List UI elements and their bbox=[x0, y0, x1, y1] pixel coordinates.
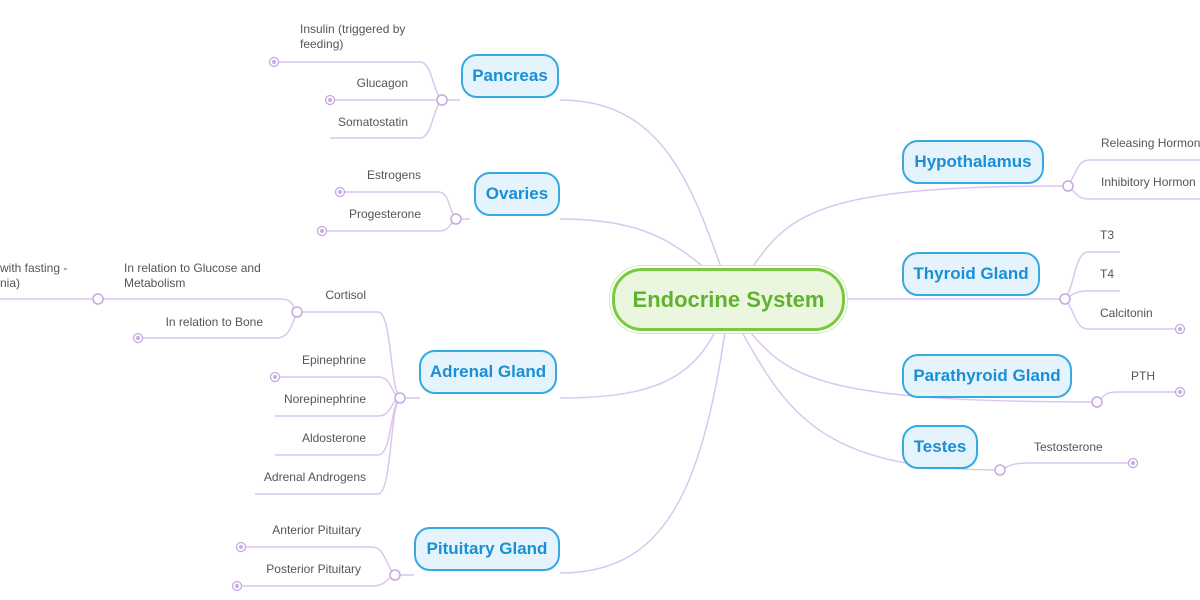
leaf-t4[interactable]: T4 bbox=[1100, 267, 1115, 281]
leaf-somatostatin[interactable]: Somatostatin bbox=[337, 115, 408, 129]
topic-hypothalamus[interactable]: Hypothalamus bbox=[902, 140, 1044, 184]
edge-hypothalamus bbox=[751, 185, 1066, 269]
central-topic[interactable]: Endocrine System bbox=[612, 268, 845, 331]
topic-thyroid-gland[interactable]: Thyroid Gland bbox=[902, 252, 1040, 296]
edge-pituitary bbox=[559, 331, 726, 574]
topic-parathyroid-gland[interactable]: Parathyroid Gland bbox=[902, 354, 1072, 398]
edge-ovaries bbox=[559, 218, 706, 269]
leaf-glucagon[interactable]: Glucagon bbox=[356, 76, 408, 90]
leaf-estrogens[interactable]: Estrogens bbox=[366, 168, 421, 182]
topic-pituitary-gland[interactable]: Pituitary Gland bbox=[414, 527, 560, 571]
edge-adrenal bbox=[559, 331, 716, 399]
leaf-pth[interactable]: PTH bbox=[1131, 369, 1155, 383]
leaf-progesterone[interactable]: Progesterone bbox=[348, 207, 421, 221]
leaf-bone[interactable]: In relation to Bone bbox=[165, 315, 263, 329]
leaf-testosterone[interactable]: Testosterone bbox=[1034, 440, 1103, 454]
leaf-calcitonin[interactable]: Calcitonin bbox=[1100, 306, 1153, 320]
leaf-truncated-fasting[interactable]: with fasting - nia) bbox=[0, 261, 68, 290]
leaf-aldosterone[interactable]: Aldosterone bbox=[301, 431, 366, 445]
edge-parathyroid bbox=[749, 331, 1098, 403]
leaf-cortisol[interactable]: Cortisol bbox=[325, 288, 366, 302]
leaf-norepinephrine[interactable]: Norepinephrine bbox=[283, 392, 366, 406]
leaf-epinephrine[interactable]: Epinephrine bbox=[301, 353, 366, 367]
leaf-adrenal-androgens[interactable]: Adrenal Androgens bbox=[263, 470, 366, 484]
leaf-anterior-pituitary[interactable]: Anterior Pituitary bbox=[272, 523, 361, 537]
leaf-t3[interactable]: T3 bbox=[1100, 228, 1115, 242]
leaf-posterior-pituitary[interactable]: Posterior Pituitary bbox=[266, 562, 361, 576]
leaf-glucose-metabolism[interactable]: In relation to Glucose and Metabolism bbox=[124, 261, 261, 290]
leaf-inhibitory-hormones[interactable]: Inhibitory Hormon bbox=[1101, 175, 1196, 189]
topic-adrenal-gland[interactable]: Adrenal Gland bbox=[419, 350, 557, 394]
leaf-releasing-hormones[interactable]: Releasing Hormon bbox=[1101, 136, 1200, 150]
topic-pancreas[interactable]: Pancreas bbox=[461, 54, 559, 98]
topic-ovaries[interactable]: Ovaries bbox=[474, 172, 560, 216]
edge-pancreas bbox=[559, 99, 723, 271]
leaf-insulin[interactable]: Insulin (triggered by feeding) bbox=[300, 22, 406, 51]
topic-testes[interactable]: Testes bbox=[902, 425, 978, 469]
